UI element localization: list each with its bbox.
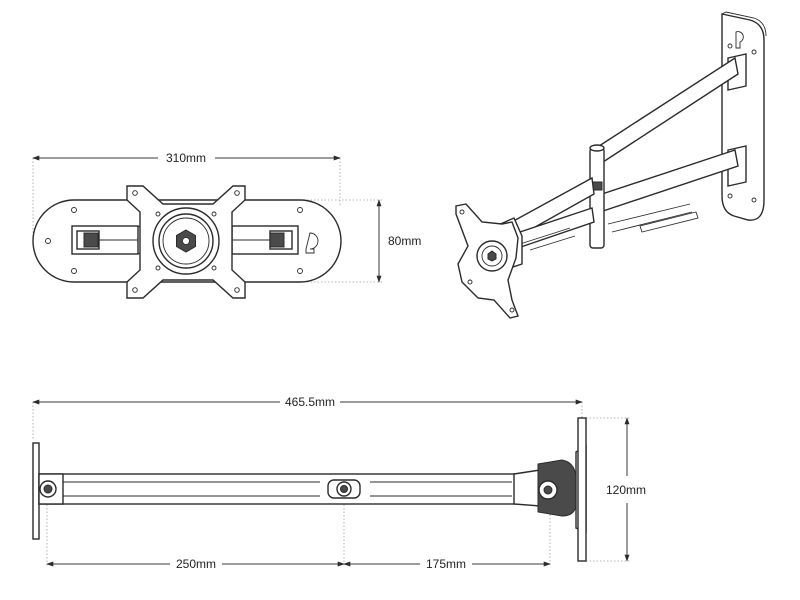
side-view bbox=[32, 399, 630, 567]
keyhole bbox=[305, 232, 319, 254]
dim-label-total-length: 465.5mm bbox=[285, 395, 335, 409]
front-view bbox=[32, 155, 383, 299]
dim-label-segment-1: 250mm bbox=[176, 557, 216, 571]
dim-label-plate-height: 120mm bbox=[606, 483, 646, 497]
isometric-view bbox=[455, 11, 767, 319]
dim-label-top-height: 80mm bbox=[388, 234, 421, 248]
dim-label-top-width: 310mm bbox=[166, 151, 206, 165]
dim-label-segment-2: 175mm bbox=[426, 557, 466, 571]
